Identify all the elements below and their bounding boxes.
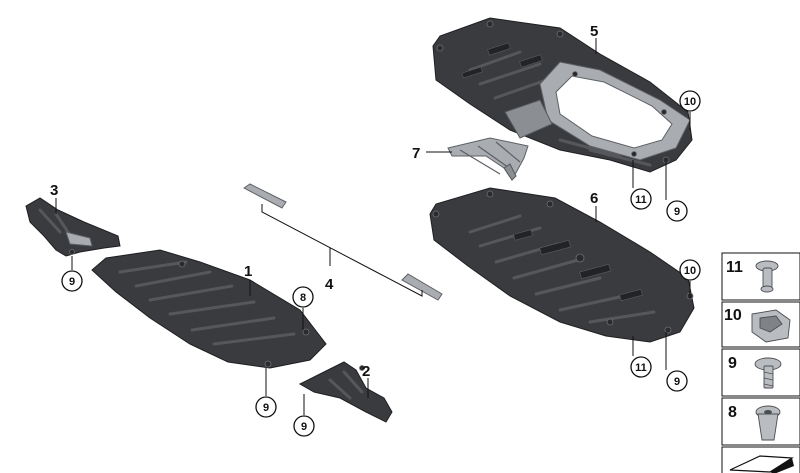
overview-icon — [729, 455, 794, 473]
circled-ref-11-lower: 11 — [630, 336, 652, 378]
circled-ref-10-lower: 10 — [679, 259, 701, 298]
part-5-underbody-panel — [432, 17, 693, 173]
circled-ref-9-bottom-b: 9 — [293, 394, 315, 437]
svg-text:9: 9 — [674, 206, 680, 218]
circled-ref-9-lower-panel: 9 — [665, 332, 688, 392]
svg-text:9: 9 — [69, 276, 75, 288]
svg-text:9: 9 — [263, 402, 269, 414]
svg-text:9: 9 — [301, 421, 307, 433]
legend-item-8: 8 — [721, 397, 800, 446]
svg-text:11: 11 — [635, 362, 647, 374]
svg-text:11: 11 — [726, 259, 743, 276]
svg-text:10: 10 — [684, 96, 696, 108]
expansion-nut-icon — [755, 405, 781, 441]
part-4-strips — [243, 183, 443, 301]
circled-ref-10-upper: 10 — [679, 90, 701, 130]
legend-item-blank — [721, 446, 800, 473]
callout-6: 6 — [590, 190, 598, 207]
circled-ref-9-upper-panel: 9 — [665, 162, 688, 222]
legend-item-9: 9 — [721, 348, 800, 397]
part-6-underbody-panel — [429, 187, 695, 343]
legend-item-11: 11 — [721, 252, 800, 301]
circled-ref-9-left: 9 — [61, 256, 83, 292]
svg-text:10: 10 — [684, 265, 696, 277]
callout-3: 3 — [50, 182, 58, 199]
circled-ref-8: 8 — [292, 286, 314, 330]
callout-7: 7 — [412, 145, 420, 162]
svg-text:11: 11 — [635, 194, 647, 206]
svg-text:10: 10 — [724, 307, 742, 324]
legend-item-10: 10 — [721, 301, 800, 348]
callout-4: 4 — [325, 276, 334, 293]
part-3-side-bracket — [25, 197, 121, 257]
part-7-bracket — [447, 137, 529, 181]
circled-ref-11-upper: 11 — [630, 160, 652, 210]
svg-text:9: 9 — [728, 355, 737, 372]
circled-ref-9-bottom-a: 9 — [255, 368, 277, 418]
part-1-front-underpanel — [91, 249, 327, 369]
push-rivet-icon — [755, 260, 779, 293]
svg-text:8: 8 — [728, 404, 737, 421]
svg-text:8: 8 — [300, 292, 306, 304]
screw-icon — [754, 357, 782, 389]
callout-1: 1 — [244, 263, 252, 280]
callout-5: 5 — [590, 23, 598, 40]
clip-nut-icon — [751, 309, 791, 343]
callout-2: 2 — [362, 363, 370, 380]
part-2-side-bracket — [298, 361, 393, 423]
svg-text:9: 9 — [674, 376, 680, 388]
